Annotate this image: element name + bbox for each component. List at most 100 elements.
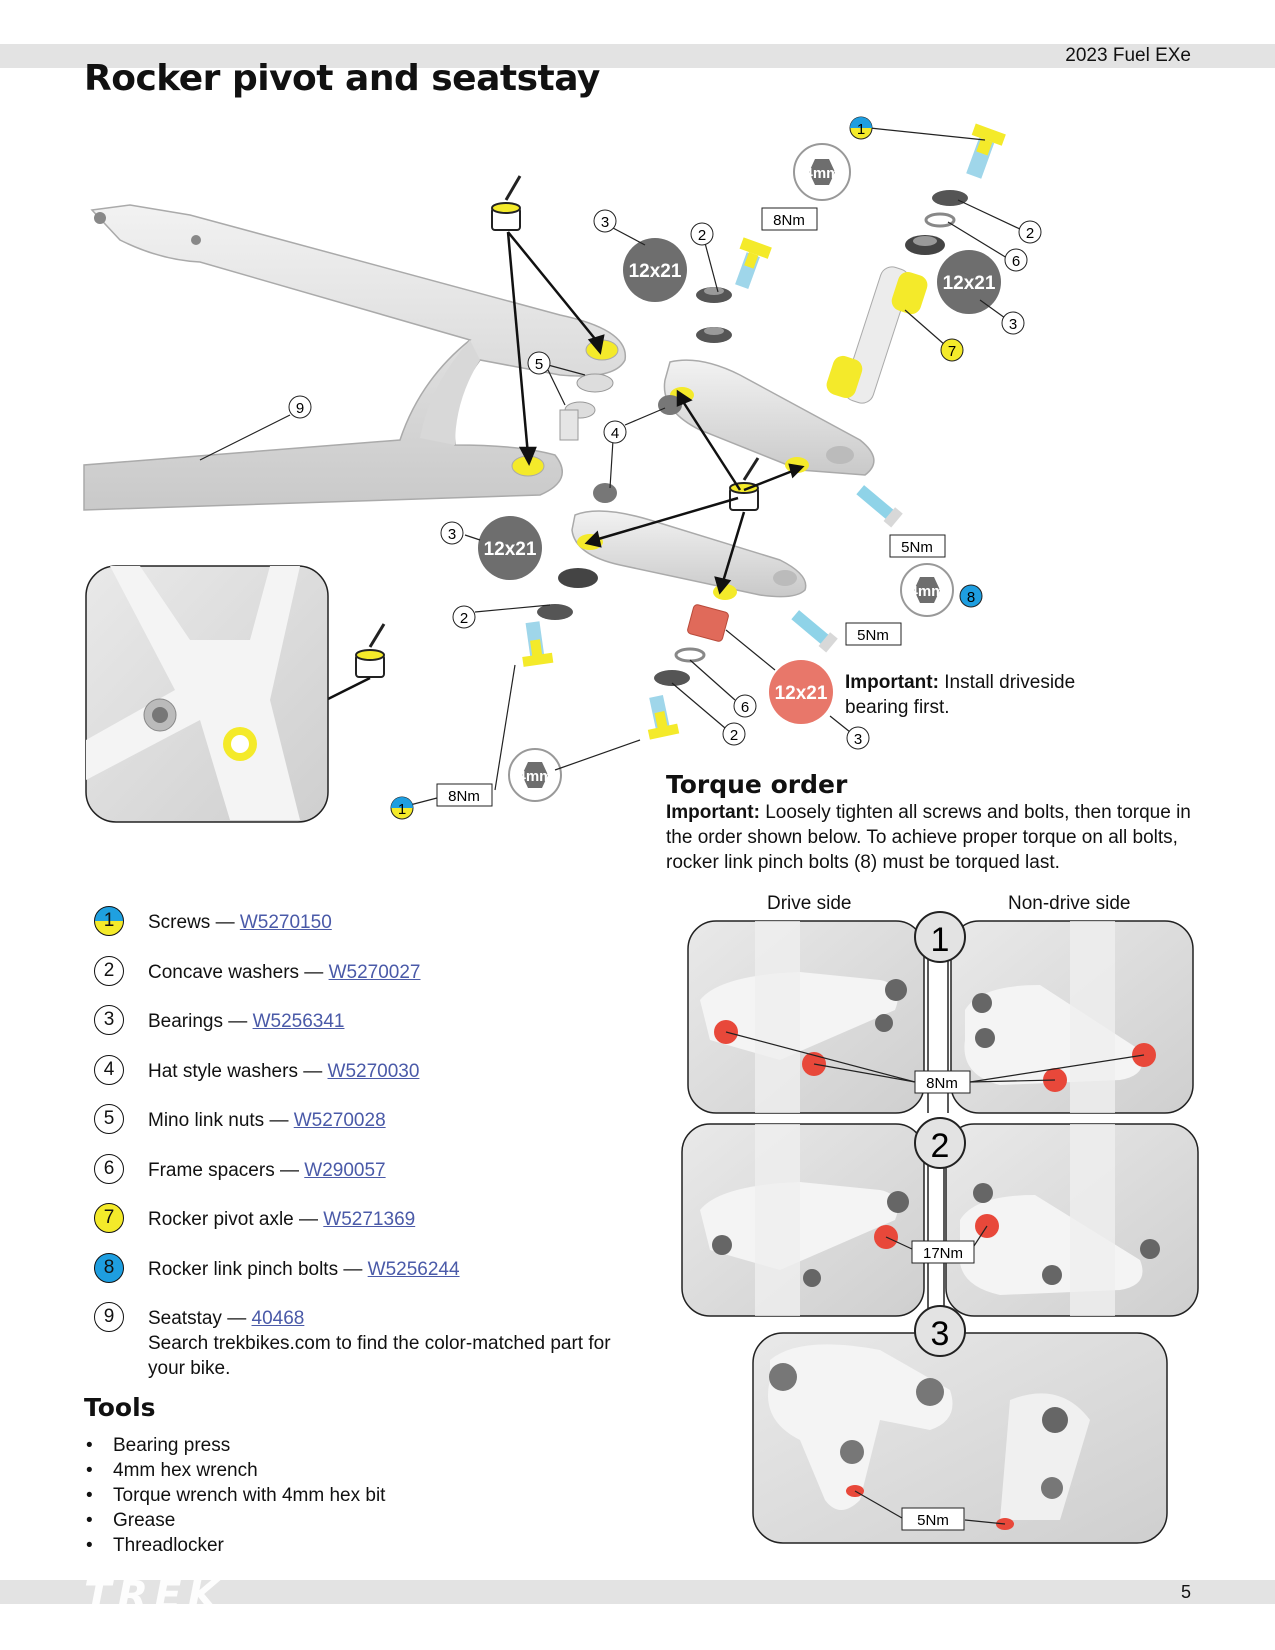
drive-side-label: Drive side	[767, 893, 852, 914]
tool-item: Torque wrench with 4mm hex bit	[84, 1483, 385, 1508]
tool-item: Threadlocker	[84, 1533, 385, 1558]
part-label: Bearings —	[148, 1011, 248, 1032]
part-label: Screws —	[148, 912, 235, 933]
part-label: Hat style washers —	[148, 1060, 323, 1082]
part-number-badge: 5	[94, 1104, 124, 1134]
tools-list: Bearing press4mm hex wrenchTorque wrench…	[84, 1433, 385, 1558]
part-number-link[interactable]: W5270028	[293, 1110, 386, 1131]
bearing-label: 12x21	[484, 539, 537, 560]
torque-label: 17Nm	[923, 1245, 963, 1262]
step-number-1: 1	[931, 921, 950, 959]
callout-3: 3	[601, 214, 609, 231]
torque-step-1: 8Nm 1	[687, 911, 1194, 1114]
trek-logo: TREK	[84, 1573, 225, 1619]
torque-step-2: 17Nm 2	[681, 1117, 1199, 1317]
torque-label: 5Nm	[901, 539, 933, 556]
callout-4: 4	[611, 425, 619, 442]
callout-2: 2	[730, 727, 738, 744]
header-bar	[0, 44, 1275, 68]
part-text: Rocker pivot axle — W5271369	[148, 1207, 415, 1232]
part-number-badge: 4	[94, 1054, 124, 1085]
hex-label: 4mm	[804, 165, 839, 182]
bearing-badges: 12x21 12x21 12x21 12x21	[478, 238, 1001, 724]
callouts: 1 2 6 3 7 3 2 5 4 9 3 2 6 2 3 8 1	[288, 116, 1042, 820]
parts-list: 1 Screws — W5270150 2 Concave washers — W52…	[94, 906, 614, 1382]
tool-item: 4mm hex wrench	[84, 1458, 385, 1483]
torque-label: 5Nm	[857, 627, 889, 644]
part-number-badge: 9	[94, 1302, 124, 1332]
torque-order-text: Important: Loosely tighten all screws an…	[666, 802, 1191, 873]
screws	[522, 123, 1006, 740]
part-label: Frame spacers —	[148, 1159, 299, 1181]
callout-1: 1	[857, 121, 865, 138]
rocker-link-lower	[571, 510, 807, 600]
step-number-3: 3	[931, 1315, 950, 1353]
part-item: 5 Mino link nuts — W5270028	[94, 1104, 614, 1154]
callout-3: 3	[448, 526, 456, 543]
part-item: 1 Screws — W5270150	[94, 906, 614, 956]
page-title: Rocker pivot and seatstay	[84, 58, 600, 99]
part-text: Mino link nuts — W5270028	[148, 1108, 386, 1133]
part-item: 4 Hat style washers — W5270030	[94, 1054, 614, 1105]
part-label: Concave washers —	[148, 961, 324, 983]
part-text: Bearings — W5256341	[148, 1009, 344, 1034]
callout-3: 3	[1009, 316, 1017, 333]
part-number-link[interactable]: W5270030	[327, 1060, 420, 1082]
part-text: Rocker link pinch bolts — W5256244	[148, 1257, 460, 1282]
callout-5: 5	[535, 356, 543, 373]
part-item: 3 Bearings — W5256341	[94, 1005, 614, 1055]
part-text: Screws — W5270150	[148, 910, 332, 935]
part-number-link[interactable]: W5270150	[239, 912, 332, 933]
part-number-badge: 7	[94, 1203, 124, 1233]
part-number-badge: 1	[94, 906, 124, 936]
part-number-link[interactable]: W5256341	[252, 1011, 345, 1032]
model-name: 2023 Fuel EXe	[1065, 45, 1191, 66]
torque-labels: 8Nm 5Nm 5Nm 8Nm	[436, 207, 946, 807]
hex-label: 4mm	[517, 768, 552, 785]
part-number-link[interactable]: W290057	[304, 1159, 386, 1181]
part-number-link[interactable]: W5271369	[323, 1209, 416, 1230]
callout-6: 6	[741, 699, 749, 716]
hardware	[537, 190, 968, 686]
callout-2: 2	[460, 610, 468, 627]
leader-lines	[199, 127, 1023, 806]
callout-1: 1	[398, 801, 406, 818]
hex-badges: 4mm 4mm 4mm	[508, 143, 954, 802]
callout-2: 2	[698, 227, 706, 244]
rocker-pivot-axle	[826, 266, 928, 404]
part-number-badge: 2	[94, 955, 124, 986]
non-drive-side-label: Non-drive side	[1008, 893, 1131, 914]
torque-label: 8Nm	[448, 788, 480, 805]
tools-heading: Tools	[84, 1393, 156, 1422]
part-note: Search trekbikes.com to find the color-m…	[148, 1333, 611, 1379]
callout-8: 8	[967, 589, 975, 606]
part-number-badge: 3	[94, 1005, 124, 1035]
step-number-2: 2	[931, 1127, 950, 1165]
part-label: Rocker link pinch bolts —	[148, 1258, 363, 1280]
part-number-link[interactable]: 40468	[251, 1308, 305, 1329]
callout-3: 3	[854, 731, 862, 748]
part-text: Hat style washers — W5270030	[148, 1059, 419, 1084]
callout-9: 9	[296, 400, 304, 417]
part-number-link[interactable]: W5270027	[328, 961, 421, 983]
torque-label: 5Nm	[917, 1512, 949, 1529]
part-number-link[interactable]: W5256244	[367, 1258, 460, 1280]
bearing-label: 12x21	[943, 273, 996, 294]
tool-item: Bearing press	[84, 1433, 385, 1458]
part-number-badge: 8	[94, 1252, 124, 1283]
driveside-note: Important: Install driveside bearing fir…	[845, 672, 1076, 718]
part-text: Concave washers — W5270027	[148, 960, 420, 985]
part-item: 8 Rocker link pinch bolts — W5256244	[94, 1252, 614, 1303]
footer-bar	[0, 1580, 1275, 1604]
torque-label: 8Nm	[773, 212, 805, 229]
callout-6: 6	[1012, 253, 1020, 270]
hex-label: 4mm	[909, 583, 944, 600]
part-text: Frame spacers — W290057	[148, 1158, 386, 1183]
page-number: 5	[1180, 1582, 1191, 1602]
bearing-label-driveside: 12x21	[775, 683, 828, 704]
part-label: Seatstay —	[148, 1308, 247, 1329]
tool-item: Grease	[84, 1508, 385, 1533]
